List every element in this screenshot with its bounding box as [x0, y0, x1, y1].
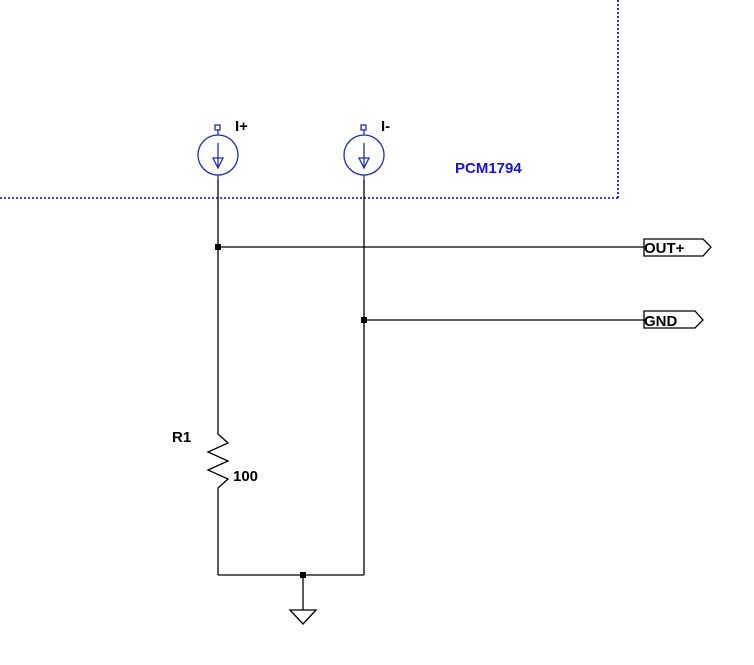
- net-flag-label-out-plus: OUT+: [644, 240, 685, 257]
- flag-arrow-shape: [643, 238, 712, 257]
- block-label: PCM1794: [455, 160, 522, 177]
- net-flag-label-gnd: GND: [644, 313, 678, 330]
- ground-triangle: [288, 609, 318, 625]
- resistor-value-label: 100: [233, 468, 258, 485]
- resistor-zigzag-icon: [206, 433, 230, 489]
- block-boundary: [0, 0, 619, 199]
- resistor-r1[interactable]: [206, 433, 230, 489]
- junction-dot: [215, 244, 221, 250]
- net-flag-out-plus[interactable]: OUT+: [643, 238, 712, 257]
- source-label-i-minus: I-: [381, 118, 390, 135]
- source-pin-marker: [214, 124, 221, 131]
- junction-dot: [361, 317, 367, 323]
- current-arrow-icon: [357, 157, 371, 170]
- wires: [217, 180, 644, 610]
- source-pin-marker: [360, 124, 367, 131]
- net-flag-gnd[interactable]: GND: [643, 310, 704, 330]
- current-arrow-icon: [211, 157, 225, 170]
- junction-dot: [300, 572, 306, 578]
- current-source-i-minus[interactable]: [343, 124, 385, 180]
- flag-arrow-shape: [643, 310, 704, 329]
- ground-icon[interactable]: [288, 609, 318, 625]
- source-label-i-plus: I+: [235, 118, 248, 135]
- current-source-i-plus[interactable]: [197, 124, 239, 180]
- resistor-ref-label: R1: [172, 429, 191, 446]
